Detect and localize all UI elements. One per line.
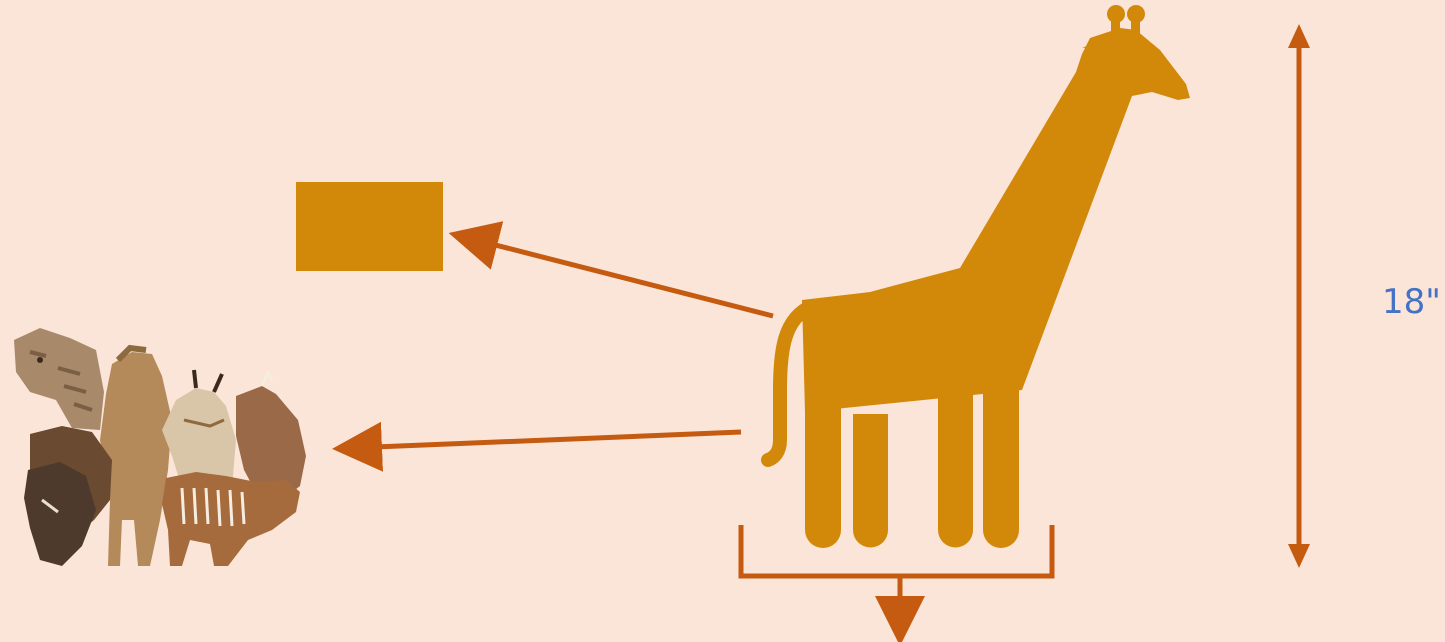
height-arrow xyxy=(1288,24,1310,568)
arrow-to-box xyxy=(468,238,773,316)
orange-box xyxy=(296,182,443,271)
giraffe-silhouette-icon xyxy=(802,5,1190,548)
height-label: 18" xyxy=(1382,282,1441,322)
ungulate-group-photo xyxy=(14,328,306,566)
arrow-to-animals xyxy=(352,432,741,448)
